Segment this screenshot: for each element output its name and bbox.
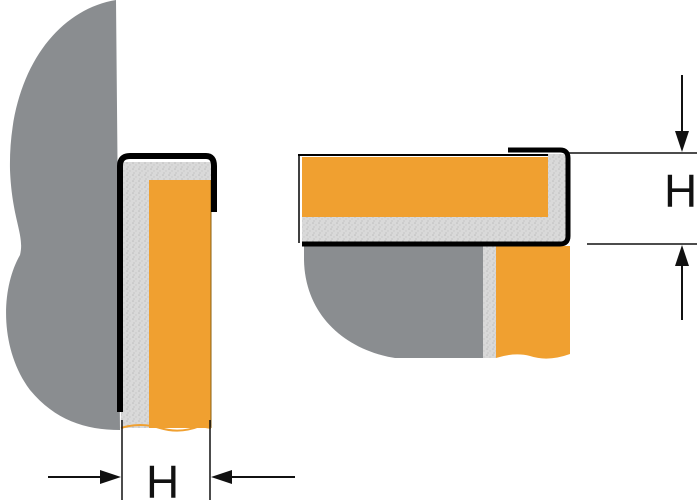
right-chipboard-layer [302,217,566,243]
left-dimension-label: H [146,456,179,502]
left-chipboard-cap [121,162,211,180]
right-orange-board [302,157,548,217]
left-arrowhead-right [100,470,121,484]
right-cabinet-panel [304,246,484,358]
left-arrowhead-left [211,470,232,484]
left-view [6,0,217,432]
left-bottom-break [120,424,212,432]
right-arrowhead-up [675,245,689,266]
left-edge-profile [117,153,217,412]
right-arrowhead-down [675,131,689,152]
right-view [298,147,571,359]
left-dimension: H [48,420,295,502]
left-orange-panel [149,180,211,428]
right-vertical-chipboard [483,246,496,358]
right-lower-orange-panel [496,246,570,359]
right-edge-profile [302,147,571,247]
right-chipboard-end [548,154,566,224]
left-chipboard-core [121,168,149,428]
right-dimension-label: H [664,165,697,217]
right-dimension: H [569,75,697,320]
left-cabinet-panel [6,0,120,430]
